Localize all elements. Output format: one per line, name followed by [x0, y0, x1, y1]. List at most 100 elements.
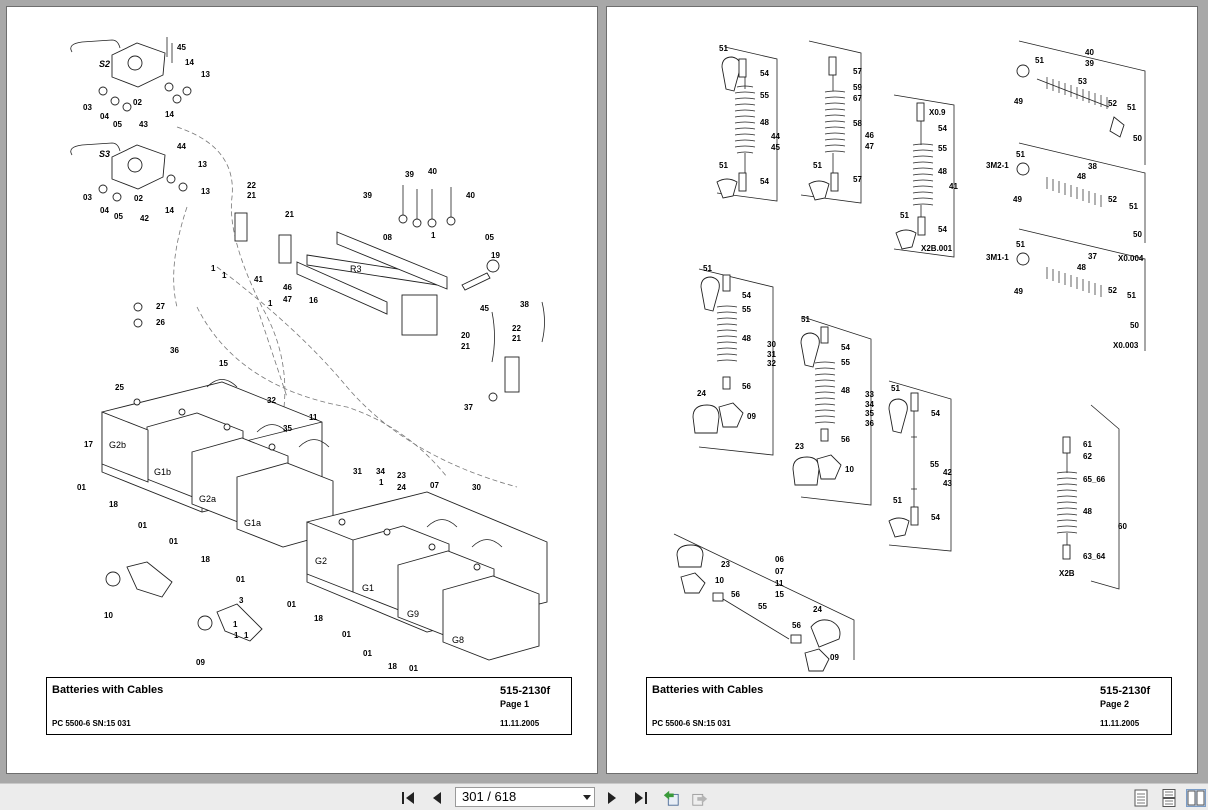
- svg-text:01: 01: [363, 649, 372, 658]
- svg-text:02: 02: [134, 194, 143, 203]
- svg-text:54: 54: [841, 343, 850, 352]
- svg-text:46: 46: [283, 283, 292, 292]
- svg-text:20: 20: [461, 331, 470, 340]
- svg-text:23: 23: [397, 471, 406, 480]
- svg-text:52: 52: [1108, 195, 1117, 204]
- svg-text:41: 41: [254, 275, 263, 284]
- svg-text:60: 60: [1118, 522, 1127, 531]
- svg-text:47: 47: [865, 142, 874, 151]
- svg-text:09: 09: [830, 653, 839, 662]
- svg-text:57: 57: [853, 175, 862, 184]
- svg-text:57: 57: [853, 67, 862, 76]
- svg-text:14: 14: [185, 58, 194, 67]
- svg-text:35: 35: [283, 424, 292, 433]
- page-label: Page 2: [1100, 699, 1130, 709]
- svg-text:02: 02: [133, 98, 142, 107]
- svg-text:21: 21: [285, 210, 294, 219]
- first-page-icon[interactable]: [400, 789, 418, 807]
- svg-text:54: 54: [931, 513, 940, 522]
- svg-text:40: 40: [1085, 48, 1094, 57]
- svg-text:46: 46: [865, 131, 874, 140]
- svg-text:18: 18: [388, 662, 397, 671]
- svg-text:G2: G2: [315, 556, 327, 566]
- svg-text:48: 48: [742, 334, 751, 343]
- drawing-title: Batteries with Cables: [652, 684, 764, 696]
- page-indicator: 301 / 618: [462, 789, 517, 804]
- svg-text:05: 05: [113, 120, 122, 129]
- svg-text:32: 32: [767, 359, 776, 368]
- title-block-page-1: Batteries with Cables PC 5500-6 SN:15 03…: [46, 677, 572, 735]
- svg-text:01: 01: [287, 600, 296, 609]
- svg-text:23: 23: [795, 442, 804, 451]
- last-page-icon[interactable]: [631, 789, 649, 807]
- svg-text:49: 49: [1014, 97, 1023, 106]
- svg-text:55: 55: [841, 358, 850, 367]
- document-number: 515-2130f: [1100, 685, 1151, 697]
- svg-text:30: 30: [767, 340, 776, 349]
- svg-text:10: 10: [845, 465, 854, 474]
- svg-text:21: 21: [247, 191, 256, 200]
- svg-text:48: 48: [1077, 263, 1086, 272]
- battery-group-lower: G2 G1 G9 G8: [306, 491, 548, 661]
- svg-text:S3: S3: [99, 149, 110, 159]
- previous-page-icon[interactable]: [428, 789, 446, 807]
- svg-text:09: 09: [747, 412, 756, 421]
- svg-text:11: 11: [775, 579, 784, 588]
- svg-text:51: 51: [801, 315, 810, 324]
- svg-text:13: 13: [201, 187, 210, 196]
- svg-text:51: 51: [719, 161, 728, 170]
- svg-text:38: 38: [520, 300, 529, 309]
- svg-text:14: 14: [165, 206, 174, 215]
- svg-text:61: 61: [1083, 440, 1092, 449]
- svg-text:44: 44: [771, 132, 780, 141]
- svg-text:01: 01: [138, 521, 147, 530]
- next-page-icon[interactable]: [603, 789, 621, 807]
- svg-text:59: 59: [853, 83, 862, 92]
- svg-text:50: 50: [1133, 230, 1142, 239]
- svg-text:31: 31: [353, 467, 362, 476]
- two-page-view-icon[interactable]: [1186, 789, 1206, 807]
- svg-text:03: 03: [83, 103, 92, 112]
- svg-text:51: 51: [719, 44, 728, 53]
- svg-text:54: 54: [742, 291, 751, 300]
- svg-text:55: 55: [930, 460, 939, 469]
- svg-text:39: 39: [405, 170, 414, 179]
- svg-text:18: 18: [109, 500, 118, 509]
- svg-text:52: 52: [1108, 99, 1117, 108]
- svg-text:07: 07: [775, 567, 784, 576]
- svg-text:27: 27: [156, 302, 165, 311]
- svg-text:49: 49: [1014, 287, 1023, 296]
- go-back-view-icon[interactable]: [662, 789, 680, 807]
- svg-text:3: 3: [239, 596, 244, 605]
- svg-text:3M1-1: 3M1-1: [986, 253, 1009, 262]
- svg-text:23: 23: [721, 560, 730, 569]
- page-select[interactable]: 301 / 618: [455, 787, 595, 807]
- svg-text:31: 31: [767, 350, 776, 359]
- single-page-view-icon[interactable]: [1132, 789, 1150, 807]
- svg-text:54: 54: [931, 409, 940, 418]
- svg-text:51: 51: [1127, 291, 1136, 300]
- continuous-page-view-icon[interactable]: [1160, 789, 1178, 807]
- svg-text:53: 53: [1078, 77, 1087, 86]
- svg-text:34: 34: [865, 400, 874, 409]
- svg-text:21: 21: [512, 334, 521, 343]
- svg-text:1: 1: [233, 620, 238, 629]
- svg-text:04: 04: [100, 112, 109, 121]
- title-block-page-2: Batteries with Cables PC 5500-6 SN:15 03…: [646, 677, 1172, 735]
- svg-text:42: 42: [943, 468, 952, 477]
- svg-text:55: 55: [760, 91, 769, 100]
- svg-text:1: 1: [268, 299, 273, 308]
- svg-text:G9: G9: [407, 609, 419, 619]
- svg-text:G8: G8: [452, 635, 464, 645]
- svg-text:58: 58: [853, 119, 862, 128]
- svg-text:55: 55: [742, 305, 751, 314]
- machine-model: PC 5500-6 SN:15 031: [652, 719, 731, 728]
- svg-text:22: 22: [247, 181, 256, 190]
- svg-text:25: 25: [115, 383, 124, 392]
- go-forward-view-icon[interactable]: [691, 789, 709, 807]
- svg-text:63_64: 63_64: [1083, 552, 1106, 561]
- svg-text:43: 43: [139, 120, 148, 129]
- svg-text:04: 04: [100, 206, 109, 215]
- battery-group-upper: G2b G1b G2a G1a: [101, 379, 334, 548]
- svg-text:1: 1: [222, 271, 227, 280]
